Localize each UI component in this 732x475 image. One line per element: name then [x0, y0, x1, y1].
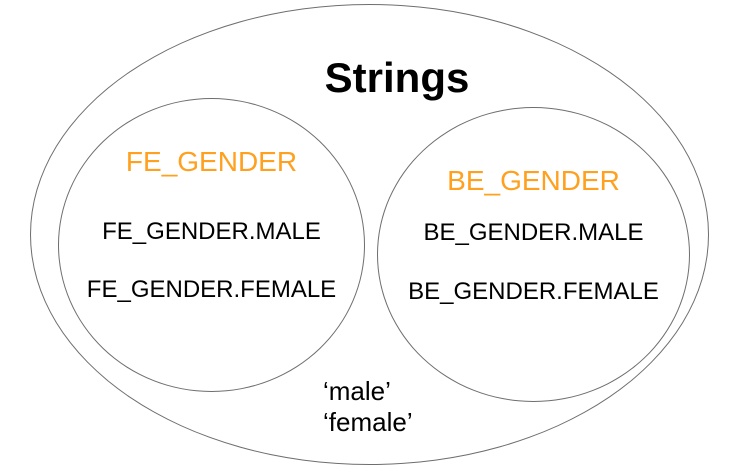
be-gender-set-title: BE_GENDER [447, 165, 620, 196]
be-gender-male-item: BE_GENDER.MALE [423, 219, 644, 246]
strings-set-ellipse: Strings [30, 4, 709, 465]
string-literal-female: ‘female’ [323, 407, 413, 437]
string-literal-male: ‘male’ [323, 376, 391, 406]
strings-set-title: Strings [324, 54, 470, 101]
be-gender-set-circle: BE_GENDER BE_GENDER.MALE BE_GENDER.FEMAL… [377, 107, 690, 402]
string-literals-group: ‘male’ ‘female’ [323, 376, 413, 438]
fe-gender-male-item: FE_GENDER.MALE [102, 218, 321, 245]
fe-gender-set-circle: FE_GENDER FE_GENDER.MALE FE_GENDER.FEMAL… [58, 98, 365, 392]
fe-gender-female-item: FE_GENDER.FEMALE [86, 276, 337, 303]
fe-gender-set-title: FE_GENDER [125, 146, 298, 177]
be-gender-female-item: BE_GENDER.FEMALE [408, 278, 659, 305]
